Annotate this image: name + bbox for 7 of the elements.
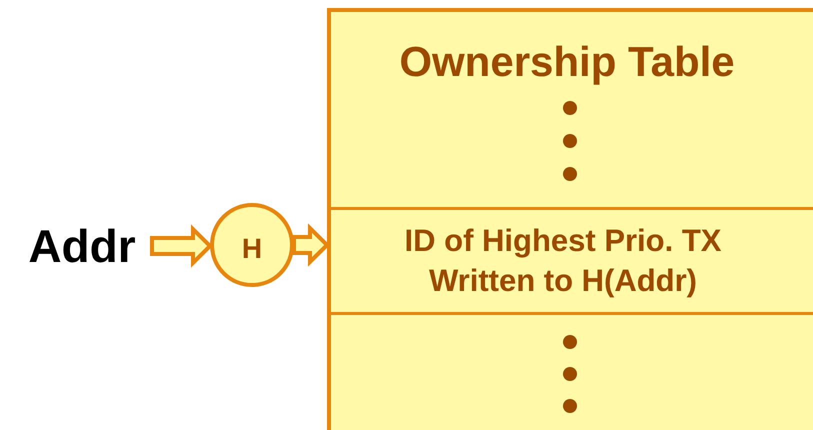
input-label: Addr [28,219,136,273]
hash-label: H [242,233,262,265]
table-title: Ownership Table [399,38,735,86]
block-arrow [150,224,213,268]
table-panel [327,8,813,430]
block-arrow [292,223,330,267]
row-text: ID of Highest Prio. TX Written to H(Addr) [404,222,722,300]
